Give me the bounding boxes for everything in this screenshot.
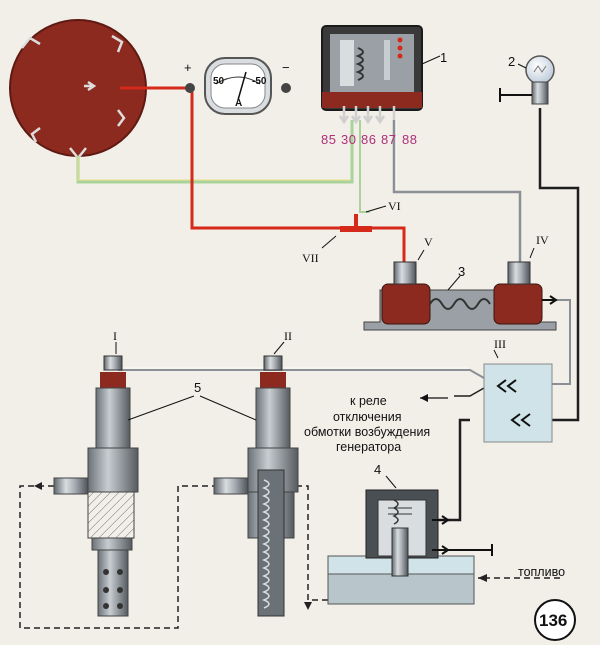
svg-text:−: − bbox=[282, 60, 290, 75]
relay-terminal-30: 30 bbox=[341, 132, 356, 147]
fuel-caption: топливо bbox=[518, 565, 565, 579]
relay-terminal-labels: 85 30 86 87 88 bbox=[321, 132, 417, 147]
ammeter: 50 -50 A + − bbox=[184, 57, 291, 115]
svg-text:II: II bbox=[284, 329, 292, 343]
svg-text:5: 5 bbox=[194, 380, 201, 395]
svg-text:IV: IV bbox=[536, 233, 549, 247]
svg-text:A: A bbox=[235, 98, 242, 109]
fuel-valve: 4 bbox=[327, 462, 493, 605]
svg-text:обмотки возбуждения: обмотки возбуждения bbox=[304, 425, 430, 439]
starter-contact: VI VII bbox=[302, 199, 401, 265]
svg-text:+: + bbox=[184, 60, 192, 75]
svg-text:VII: VII bbox=[302, 251, 319, 265]
lamp-label: 2 bbox=[508, 54, 515, 69]
indicator-lamp: 2 bbox=[499, 54, 555, 105]
relay-label: 1 bbox=[440, 50, 447, 65]
relay-terminal-86: 86 bbox=[361, 132, 376, 147]
svg-text:отключения: отключения bbox=[333, 410, 402, 424]
valve-label: 4 bbox=[374, 462, 381, 477]
wire-relay-to-thermo bbox=[392, 120, 522, 262]
svg-text:генератора: генератора bbox=[336, 440, 401, 454]
relay-terminal-85: 85 bbox=[321, 132, 336, 147]
thermal-relay: 3 V IV bbox=[363, 233, 558, 331]
svg-text:-50: -50 bbox=[252, 76, 267, 87]
svg-text:III: III bbox=[494, 337, 506, 351]
relay-terminal-87: 87 bbox=[381, 132, 396, 147]
relay-terminal-88: 88 bbox=[402, 132, 417, 147]
svg-text:50: 50 bbox=[213, 76, 225, 87]
svg-text:V: V bbox=[424, 235, 433, 249]
svg-text:к реле: к реле bbox=[350, 394, 387, 408]
relay: 1 bbox=[321, 25, 447, 125]
plugs-label: 5 bbox=[127, 380, 257, 421]
svg-text:VI: VI bbox=[388, 199, 401, 213]
glow-plug-1: I bbox=[53, 329, 139, 617]
fuel-line-dashed bbox=[19, 485, 216, 629]
relay-caption: к реле отключения обмотки возбуждения ге… bbox=[304, 394, 430, 454]
figure-number: 136 bbox=[534, 599, 576, 641]
wire-lamp bbox=[538, 108, 580, 422]
connector-block: III bbox=[483, 337, 553, 443]
svg-text:I: I bbox=[113, 329, 117, 343]
wire-plugs bbox=[118, 369, 485, 379]
glow-plug-2: II bbox=[213, 329, 299, 617]
wire-ammeter-to-starter bbox=[190, 92, 340, 230]
svg-text:136: 136 bbox=[539, 611, 567, 630]
thermal-relay-label: 3 bbox=[458, 264, 465, 279]
